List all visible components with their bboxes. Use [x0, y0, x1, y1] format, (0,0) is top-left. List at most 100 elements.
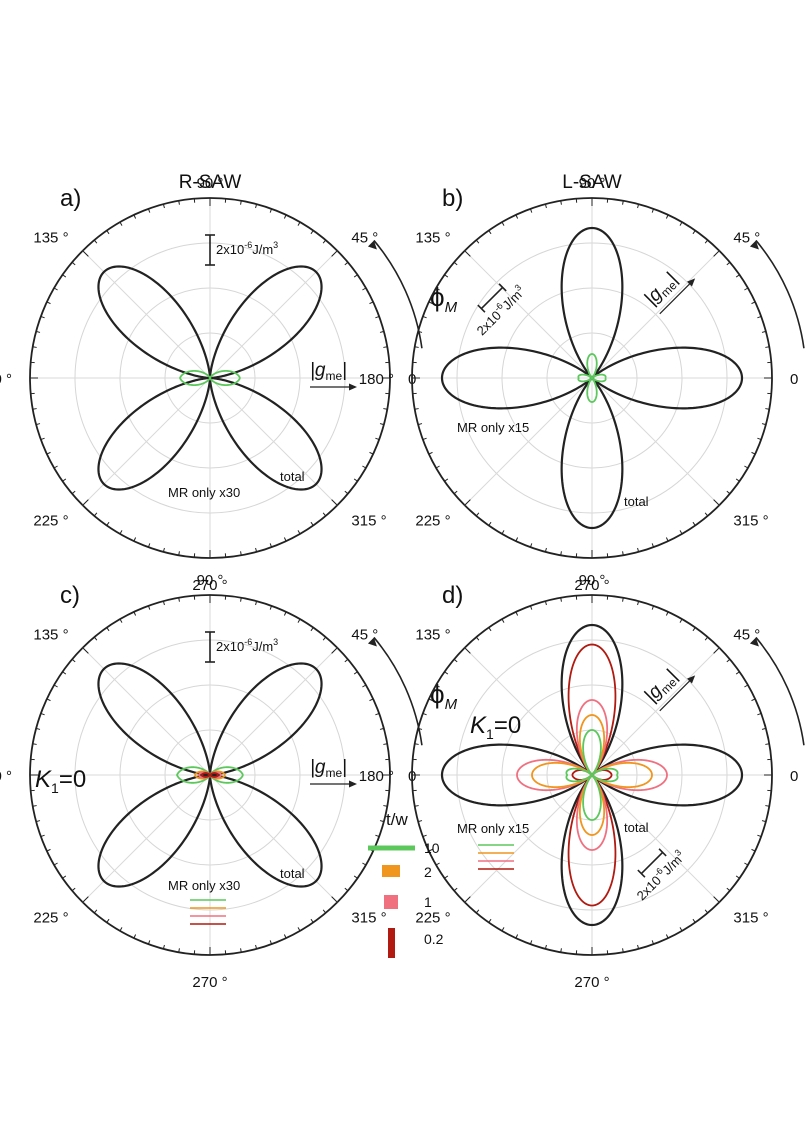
- frame-tick: [414, 408, 419, 410]
- scale-bar-exp: -6: [244, 240, 252, 250]
- radial-label: |gme|: [310, 757, 347, 780]
- series-total: [440, 226, 744, 530]
- grid-spoke: [82, 250, 211, 379]
- angle-label-45: 45 °: [351, 230, 378, 247]
- frame-tick: [428, 848, 433, 852]
- frame-tick: [418, 727, 423, 730]
- frame-tick: [414, 743, 419, 745]
- series-t-w-10: [565, 729, 619, 821]
- frame-tick: [679, 618, 683, 623]
- frame-tick: [322, 909, 327, 914]
- direction-arrowhead: [367, 637, 377, 647]
- frame-tick: [297, 530, 301, 535]
- frame-tick: [529, 543, 533, 548]
- frame-tick: [735, 274, 740, 278]
- frame-tick: [637, 601, 640, 606]
- total-annotation: total: [280, 866, 305, 881]
- frame-tick: [761, 727, 766, 730]
- scale-bar-unit-exp: 3: [273, 240, 278, 250]
- phi-label: ϕM: [430, 679, 458, 713]
- frame-tick: [362, 287, 367, 291]
- radial-label: |gme|: [641, 665, 684, 708]
- radial-arrowhead: [349, 383, 357, 391]
- tw-legend-swatch-2: [382, 865, 400, 877]
- frame-tick: [147, 208, 151, 213]
- angle-label-180: 180 °: [0, 371, 12, 388]
- radial-label-group: |gme|: [641, 268, 696, 315]
- k1-subscript: 1: [486, 726, 494, 742]
- frame-tick: [544, 601, 547, 606]
- frame-tick: [62, 875, 67, 879]
- frame-tick: [435, 862, 440, 866]
- frame-tick: [515, 611, 519, 616]
- frame-tick: [435, 465, 440, 469]
- frame-tick: [36, 820, 41, 823]
- frame-tick: [383, 805, 388, 807]
- frame-tick: [178, 200, 180, 205]
- radial-arrow: [659, 279, 695, 315]
- frame-tick: [53, 684, 58, 688]
- frame-tick: [475, 909, 480, 914]
- frame-tick: [147, 543, 151, 548]
- tw-legend-swatch-0.2: [388, 928, 395, 958]
- frame-tick: [464, 499, 471, 506]
- scale-bar: 2x10-6J/m3: [205, 631, 278, 663]
- frame-tick: [344, 261, 349, 266]
- frame-tick: [82, 896, 89, 903]
- frame-tick: [133, 611, 137, 616]
- total-annotation: total: [624, 494, 649, 509]
- frame-tick: [322, 512, 327, 517]
- scale-bar-cap: [498, 283, 507, 292]
- frame-tick: [71, 490, 76, 495]
- frame-tick: [622, 948, 624, 953]
- frame-tick: [765, 743, 770, 745]
- frame-tick: [488, 918, 492, 923]
- scale-bar: 2x10-6J/m3: [474, 282, 525, 338]
- scale-bar-mantissa: 2x10: [216, 639, 244, 654]
- frame-tick: [162, 204, 165, 209]
- mr-annotation: MR only x15: [457, 420, 529, 435]
- frame-tick: [665, 214, 669, 219]
- frame-tick: [444, 671, 449, 675]
- frame-tick: [375, 712, 380, 716]
- tw-legend-label-0.2: 0.2: [424, 931, 444, 947]
- frame-tick: [444, 478, 449, 482]
- frame-tick: [36, 423, 41, 426]
- frame-tick: [71, 887, 76, 892]
- panel-d: 045 °90 °135 °180 °225 °270 °315 °d)ϕM|g…: [359, 572, 805, 991]
- frame-tick: [119, 221, 123, 226]
- series-total: [440, 623, 744, 927]
- frame-tick: [46, 698, 51, 702]
- frame-tick: [362, 465, 367, 469]
- frame-tick: [32, 346, 37, 348]
- frame-tick: [515, 934, 519, 939]
- direction-arc: [755, 239, 805, 349]
- frame-tick: [713, 896, 720, 903]
- phi-symbol: ϕ: [430, 679, 445, 709]
- tw-legend-label-10: 10: [424, 840, 440, 856]
- frame-tick: [475, 636, 480, 641]
- frame-tick: [379, 727, 384, 730]
- frame-tick: [560, 597, 562, 602]
- frame-tick: [560, 948, 562, 953]
- scale-bar-unit-exp: 3: [513, 282, 524, 293]
- grid-spoke: [464, 377, 593, 506]
- frame-tick: [692, 627, 696, 632]
- angle-label-135: 135 °: [33, 230, 68, 247]
- frame-tick: [435, 684, 440, 688]
- frame-tick: [93, 239, 98, 244]
- frame-tick: [178, 948, 180, 953]
- frame-tick: [751, 698, 756, 702]
- frame-tick: [322, 636, 327, 641]
- angle-label-90: 90 °: [579, 572, 606, 589]
- k1-symbol: K: [35, 766, 52, 793]
- frame-tick: [93, 636, 98, 641]
- radial-arrowhead: [687, 278, 696, 287]
- frame-tick: [162, 944, 165, 949]
- grid-spoke: [464, 647, 593, 776]
- frame-tick: [713, 647, 720, 654]
- frame-tick: [106, 521, 110, 526]
- frame-tick: [761, 423, 766, 426]
- frame-tick: [453, 490, 458, 495]
- frame-tick: [560, 200, 562, 205]
